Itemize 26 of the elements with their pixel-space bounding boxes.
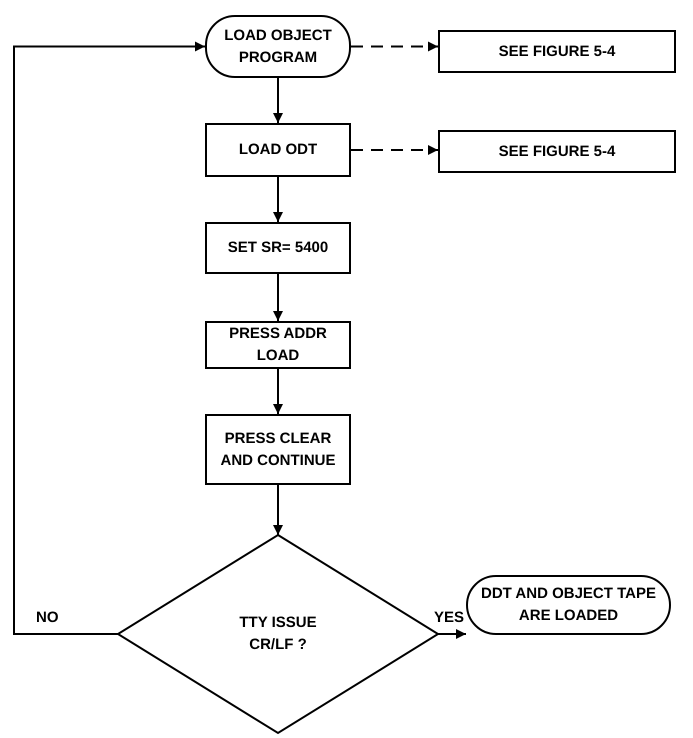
arrow bbox=[13, 42, 205, 635]
arrow bbox=[351, 145, 438, 155]
terminal-box bbox=[466, 575, 671, 635]
arrow bbox=[273, 485, 283, 535]
process-box bbox=[205, 222, 351, 274]
arrow bbox=[273, 177, 283, 222]
node-text: PRESS CLEAR AND CONTINUE bbox=[220, 428, 336, 470]
node-text: DDT AND OBJECT TAPE ARE LOADED bbox=[480, 584, 657, 626]
arrow bbox=[273, 78, 283, 123]
process-box bbox=[438, 130, 676, 173]
node-text: TTY ISSUE CR/LF ? bbox=[238, 613, 318, 655]
node-text: PRESS ADDR LOAD bbox=[228, 324, 328, 366]
node-text: LOAD OBJECT PROGRAM bbox=[223, 26, 333, 68]
arrow bbox=[273, 274, 283, 321]
node-text: SEE FIGURE 5-4 bbox=[498, 42, 616, 62]
node-text: SET SR= 5400 bbox=[228, 238, 328, 258]
arrow bbox=[351, 42, 438, 52]
process-box bbox=[205, 321, 351, 369]
arrow bbox=[438, 629, 466, 639]
terminal-box bbox=[205, 15, 351, 78]
arrow bbox=[273, 369, 283, 414]
node-text: SEE FIGURE 5-4 bbox=[498, 142, 616, 162]
process-box bbox=[205, 123, 351, 177]
process-box bbox=[438, 30, 676, 73]
node-text: LOAD ODT bbox=[238, 140, 318, 160]
process-box bbox=[205, 414, 351, 485]
